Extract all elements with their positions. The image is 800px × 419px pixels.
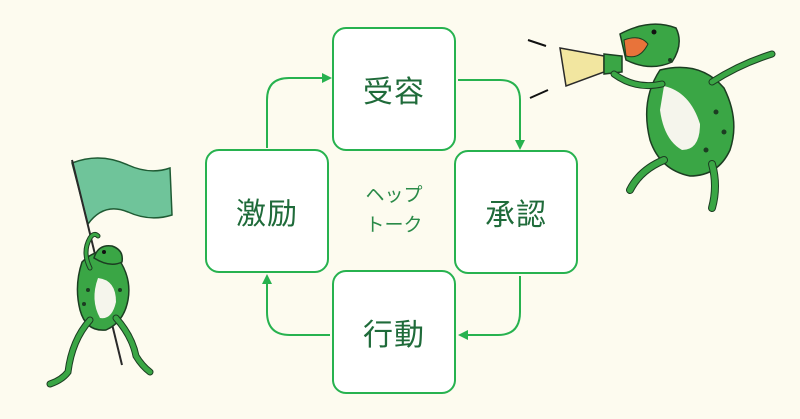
arrow-left-to-top — [266, 73, 332, 148]
arrow-top-to-right — [458, 79, 525, 150]
step-box-acceptance: 受容 — [332, 27, 456, 151]
arrow-bottom-to-left — [262, 274, 330, 336]
step-label-approval: 承認 — [485, 198, 547, 233]
step-label-action: 行動 — [363, 318, 425, 353]
step-label-encouragement: 激励 — [236, 197, 298, 232]
center-label-line-2: トーク — [365, 214, 423, 236]
center-label: ヘップ トーク — [339, 180, 449, 240]
step-box-approval: 承認 — [454, 150, 578, 274]
center-label-line-1: ヘップ — [365, 184, 423, 206]
arrow-right-to-bottom — [458, 276, 521, 340]
step-box-encouragement: 激励 — [205, 149, 329, 273]
step-label-acceptance: 受容 — [363, 75, 425, 110]
step-box-action: 行動 — [332, 270, 456, 394]
